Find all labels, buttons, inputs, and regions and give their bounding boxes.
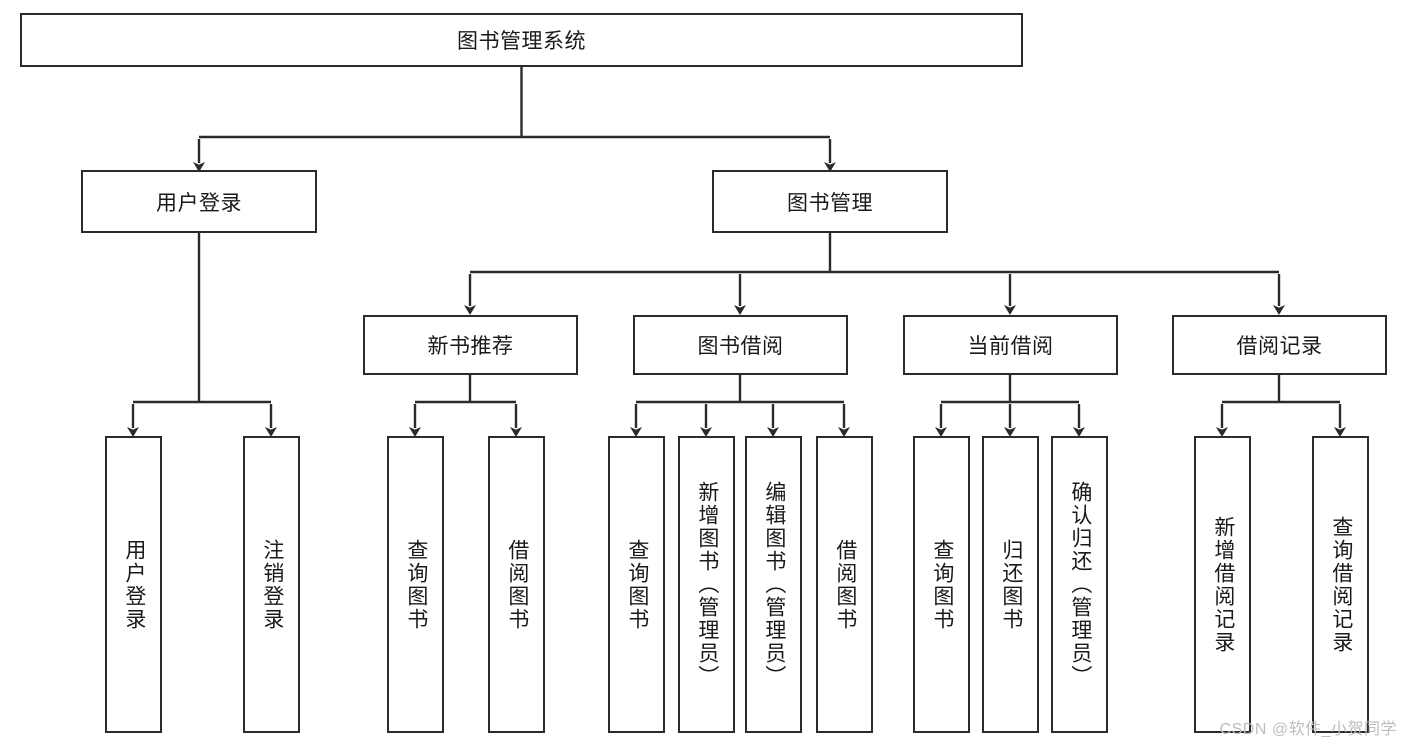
leaf-book-borrow-edit[interactable]: 编辑图书（管理员） — [745, 436, 802, 733]
leaf-label: 新增借阅记录 — [1211, 515, 1235, 654]
csdn-watermark: CSDN @软件_小贺同学 — [1219, 721, 1397, 738]
leaf-current-borrow-query[interactable]: 查询图书 — [913, 436, 970, 733]
leaf-borrow-record-add[interactable]: 新增借阅记录 — [1194, 436, 1251, 733]
leaf-book-borrow-query[interactable]: 查询图书 — [608, 436, 665, 733]
leaf-label: 借阅图书 — [833, 538, 857, 631]
leaf-book-borrow-add[interactable]: 新增图书（管理员） — [678, 436, 735, 733]
leaf-label: 查询图书 — [930, 538, 954, 631]
node-current-borrow-label: 当前借阅 — [967, 335, 1054, 358]
node-current-borrow[interactable]: 当前借阅 — [903, 315, 1118, 375]
leaf-user-login-signin[interactable]: 用户登录 — [105, 436, 162, 733]
leaf-current-borrow-return[interactable]: 归还图书 — [982, 436, 1039, 733]
leaf-current-borrow-confirm[interactable]: 确认归还（管理员） — [1051, 436, 1108, 733]
node-new-book-recommend[interactable]: 新书推荐 — [363, 315, 578, 375]
leaf-label: 确认归还（管理员） — [1068, 481, 1092, 688]
leaf-label: 用户登录 — [122, 538, 146, 631]
leaf-new-book-query[interactable]: 查询图书 — [387, 436, 444, 733]
leaf-label: 编辑图书（管理员） — [762, 481, 786, 688]
leaf-label: 借阅图书 — [505, 538, 529, 631]
node-user-login-label: 用户登录 — [156, 191, 242, 215]
node-user-login[interactable]: 用户登录 — [81, 170, 317, 233]
leaf-user-login-signout[interactable]: 注销登录 — [243, 436, 300, 733]
node-new-book-recommend-label: 新书推荐 — [427, 335, 514, 358]
leaf-label: 注销登录 — [260, 538, 284, 631]
leaf-borrow-record-query[interactable]: 查询借阅记录 — [1312, 436, 1369, 733]
node-book-borrow-label: 图书借阅 — [697, 335, 784, 358]
node-book-management[interactable]: 图书管理 — [712, 170, 948, 233]
leaf-label: 查询借阅记录 — [1329, 515, 1353, 654]
node-root[interactable]: 图书管理系统 — [20, 13, 1023, 67]
node-book-borrow[interactable]: 图书借阅 — [633, 315, 848, 375]
node-root-label: 图书管理系统 — [457, 30, 586, 53]
node-borrow-record[interactable]: 借阅记录 — [1172, 315, 1387, 375]
leaf-label: 查询图书 — [625, 538, 649, 631]
leaf-new-book-borrow[interactable]: 借阅图书 — [488, 436, 545, 733]
leaf-label: 查询图书 — [404, 538, 428, 631]
leaf-label: 归还图书 — [999, 538, 1023, 631]
leaf-label: 新增图书（管理员） — [695, 481, 719, 688]
node-book-management-label: 图书管理 — [787, 191, 873, 215]
leaf-book-borrow-lend[interactable]: 借阅图书 — [816, 436, 873, 733]
node-borrow-record-label: 借阅记录 — [1236, 335, 1323, 358]
